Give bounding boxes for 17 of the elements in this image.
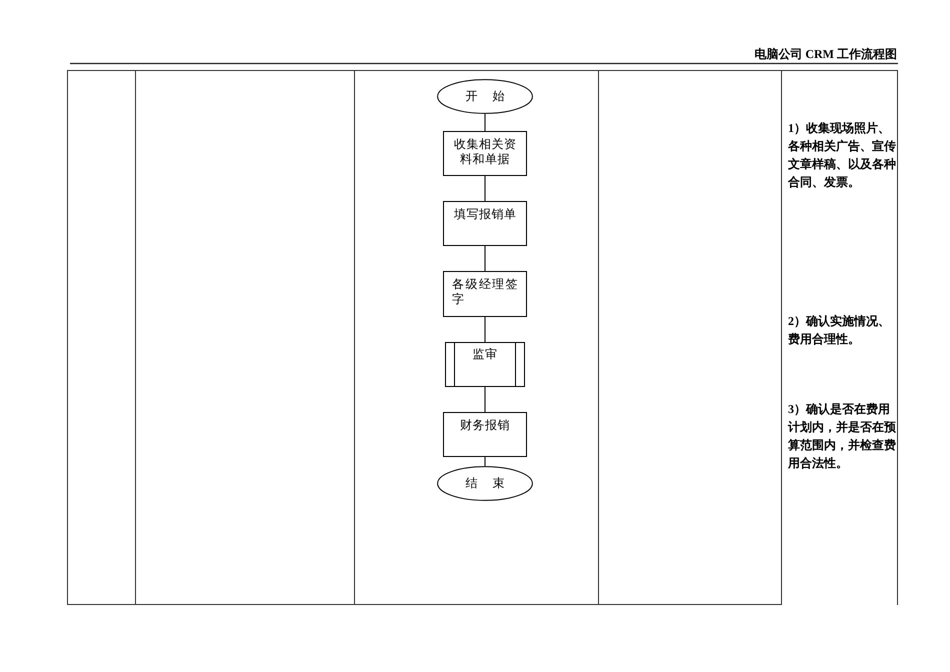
page-title: 电脑公司 CRM 工作流程图 bbox=[754, 46, 897, 62]
terminal-ellipse: 结 束 bbox=[437, 466, 533, 501]
subprocess-box: 监审 bbox=[445, 342, 525, 387]
connector-line bbox=[484, 316, 486, 342]
process-box: 收集相关资料和单据 bbox=[443, 131, 527, 176]
connector-line bbox=[484, 386, 486, 412]
process-box: 各级经理签字 bbox=[443, 271, 527, 317]
note-text: 3）确认是否在费用计划内，并是否在预算范围内，并检查费用合法性。 bbox=[788, 401, 897, 472]
note-text: 2）确认实施情况、费用合理性。 bbox=[788, 313, 891, 348]
connector-line bbox=[484, 176, 486, 202]
terminal-ellipse: 开 始 bbox=[437, 79, 533, 114]
connector-line bbox=[484, 456, 486, 466]
connector-line bbox=[484, 114, 486, 132]
process-box: 财务报销 bbox=[443, 412, 527, 457]
process-box: 填写报销单 bbox=[443, 201, 527, 246]
note-text: 1）收集现场照片、各种相关广告、宣传文章样稿、以及各种合同、发票。 bbox=[788, 120, 897, 191]
connector-line bbox=[484, 246, 486, 272]
